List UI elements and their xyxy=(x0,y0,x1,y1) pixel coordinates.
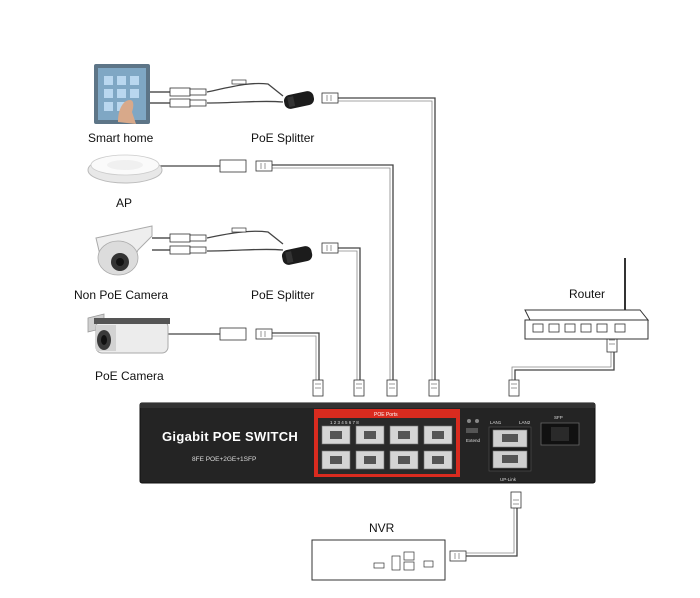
poe-splitter-top-icon xyxy=(231,79,315,109)
lan2-label: LAN2 xyxy=(519,420,531,425)
poe-splitter-bottom-icon xyxy=(231,227,313,265)
dome-camera-icon xyxy=(95,225,153,276)
label-poe-splitter-bottom: PoE Splitter xyxy=(251,288,314,302)
cable-ap xyxy=(270,164,394,383)
cable-poe-camera xyxy=(270,332,320,383)
switch-subtitle: 8FE POE+2GE+1SFP xyxy=(192,456,256,463)
rj45-plugs-top xyxy=(312,335,618,509)
poe-switch: Gigabit POE SWITCH 8FE POE+2GE+1SFP POE … xyxy=(139,402,596,484)
smart-home-panel-icon xyxy=(94,64,150,124)
poe-ports-label: POE Ports xyxy=(374,412,398,418)
port-numbers: 1 2 3 4 5 6 7 8 xyxy=(330,420,359,425)
mode-switch: Extend xyxy=(466,419,481,443)
label-ap: AP xyxy=(116,196,132,210)
cable-uplink-nvr xyxy=(462,500,518,557)
cables xyxy=(160,82,615,557)
label-nvr: NVR xyxy=(369,521,395,535)
label-router: Router xyxy=(569,287,605,301)
rj45-plugs-side xyxy=(255,92,467,562)
router-icon xyxy=(524,258,650,340)
smart-home-dc-connectors xyxy=(150,87,207,108)
cable-non-poe-camera-splitter xyxy=(338,247,361,383)
cable-smart-home-splitter xyxy=(338,97,436,383)
sfp-label: SFP xyxy=(554,415,563,420)
cable-router-lan1 xyxy=(514,338,615,383)
label-smart-home: Smart home xyxy=(88,131,154,145)
nvr-icon xyxy=(311,539,446,581)
label-poe-splitter-top: PoE Splitter xyxy=(251,131,314,145)
lan1-label: LAN1 xyxy=(490,420,502,425)
bullet-camera-icon xyxy=(87,313,247,354)
label-non-poe-camera: Non PoE Camera xyxy=(74,288,168,302)
switch-title: Gigabit POE SWITCH xyxy=(162,429,298,444)
access-point-icon xyxy=(87,154,247,184)
svg-text:Extend: Extend xyxy=(466,438,481,443)
uplink-label: UP-Link xyxy=(500,477,517,482)
camera-dc-connectors xyxy=(152,233,207,255)
label-poe-camera: PoE Camera xyxy=(95,369,164,383)
